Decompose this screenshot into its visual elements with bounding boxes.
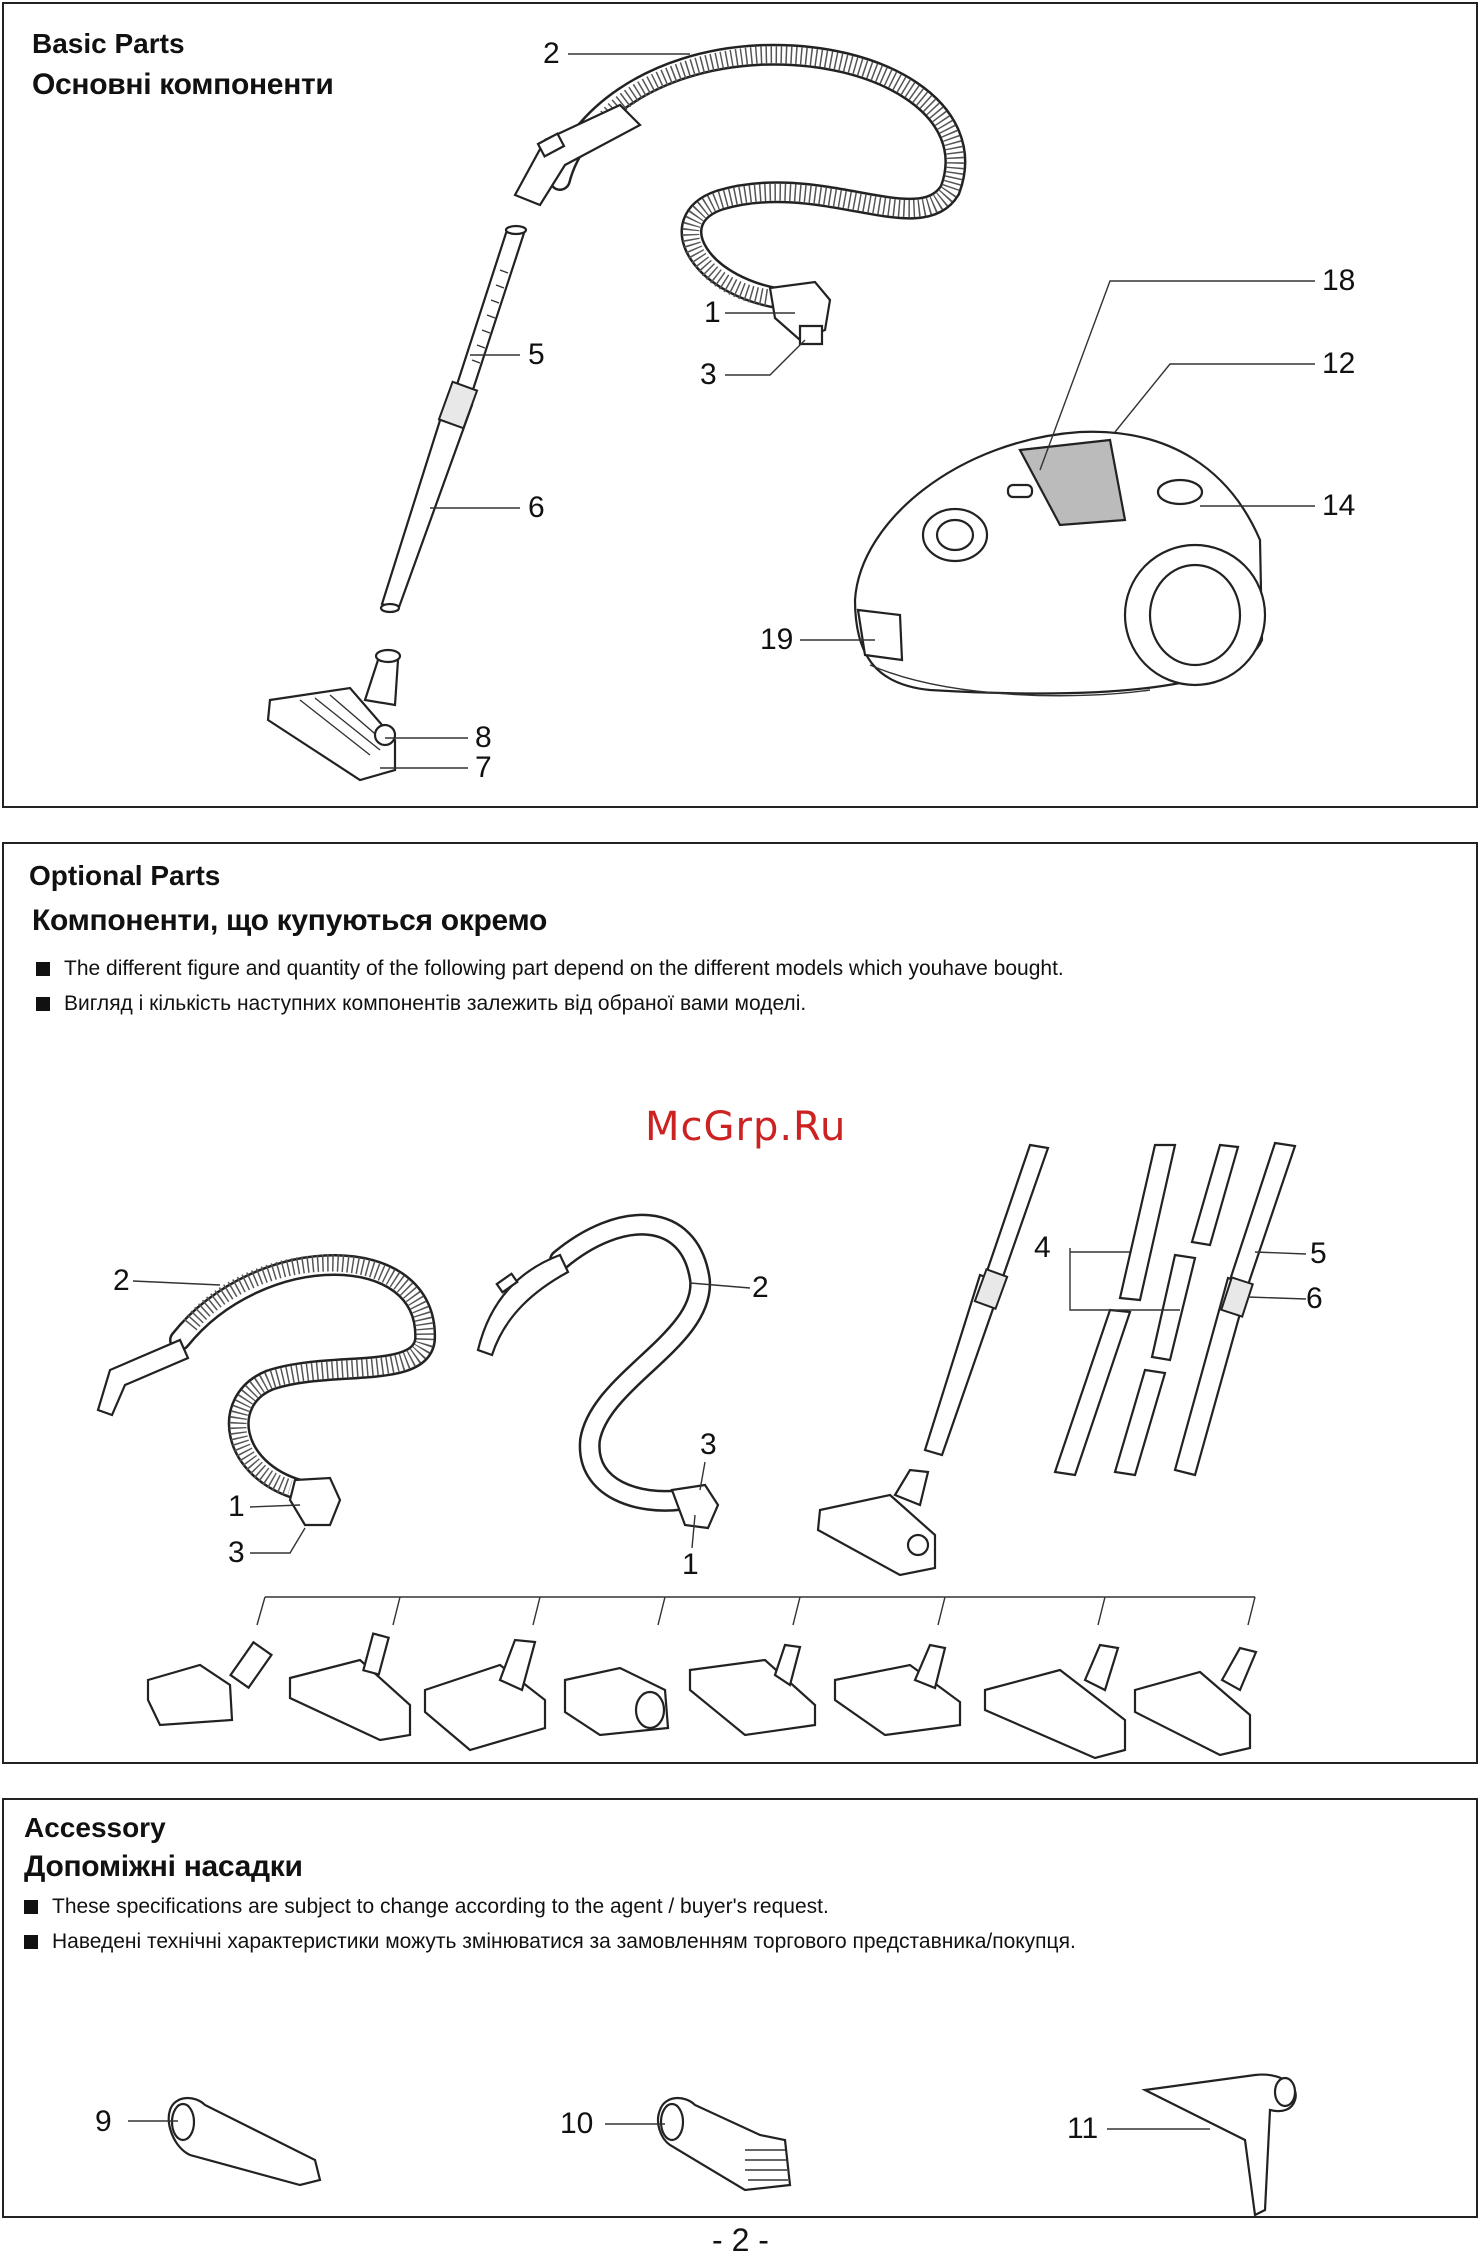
callout-11: 11	[1067, 2112, 1099, 2145]
bullet-square-icon	[36, 997, 50, 1011]
callout-7: 7	[475, 751, 492, 784]
callout-2: 2	[543, 37, 560, 70]
hose-a-drawing	[98, 1263, 425, 1525]
floor-brush-drawing	[268, 650, 400, 780]
watermark: McGrp.Ru	[645, 1104, 847, 1150]
optional-pipe-brush-drawing	[818, 1145, 1048, 1575]
page-number: - 2 -	[712, 2222, 769, 2258]
optional-parts-title-uk: Компоненти, що купуються окремо	[32, 904, 547, 937]
callout-12: 12	[1322, 347, 1356, 380]
callout-6: 6	[1306, 1282, 1323, 1315]
crevice-tool-drawing	[169, 2098, 320, 2185]
callout-19: 19	[760, 623, 794, 656]
vacuum-body-drawing	[855, 432, 1265, 696]
bullet-square-icon	[36, 962, 50, 976]
callout-8: 8	[475, 721, 492, 754]
callout-6: 6	[528, 491, 545, 524]
callout-1: 1	[228, 1490, 245, 1523]
basic-parts-title: Basic Parts	[32, 28, 185, 59]
basic-parts-title-uk: Основні компоненти	[32, 68, 334, 101]
hose-drawing	[515, 55, 955, 344]
optional-note-uk: Вигляд і кількість наступних компонентів…	[36, 992, 806, 1016]
callout-14: 14	[1322, 489, 1356, 522]
callout-4: 4	[1034, 1231, 1051, 1264]
accessory-note-uk: Наведені технічні характеристики можуть …	[24, 1930, 1076, 1954]
extension-pipes-drawing	[1055, 1143, 1295, 1475]
callout-5: 5	[1310, 1237, 1327, 1270]
callout-5: 5	[528, 338, 545, 371]
callout-1: 1	[682, 1548, 699, 1581]
callout-2: 2	[752, 1271, 769, 1304]
upholstery-tool-drawing	[1145, 2075, 1296, 2215]
callout-3: 3	[700, 1428, 717, 1461]
callout-9: 9	[95, 2105, 112, 2138]
callout-18: 18	[1322, 264, 1356, 297]
nozzle-row-drawing	[148, 1634, 1256, 1758]
callout-3: 3	[700, 358, 717, 391]
accessory-title-uk: Допоміжні насадки	[24, 1850, 303, 1883]
optional-note-en: The different figure and quantity of the…	[36, 957, 1064, 981]
accessory-leader-lines	[128, 2121, 1210, 2129]
callout-1: 1	[704, 296, 721, 329]
hose-b-drawing	[478, 1225, 718, 1528]
callout-10: 10	[560, 2107, 594, 2140]
telescopic-pipe-drawing	[381, 226, 526, 612]
nozzle-bracket	[257, 1597, 1255, 1625]
accessory-note-en: These specifications are subject to chan…	[24, 1895, 829, 1919]
basic-parts-leader-lines	[380, 54, 1315, 768]
optional-parts-leader-lines	[133, 1248, 1306, 1553]
bullet-square-icon	[24, 1900, 38, 1914]
accessory-title: Accessory	[24, 1812, 166, 1843]
bullet-square-icon	[24, 1935, 38, 1949]
dusting-brush-drawing	[658, 2098, 790, 2190]
callout-3: 3	[228, 1536, 245, 1569]
optional-parts-title: Optional Parts	[29, 860, 221, 891]
callout-2: 2	[113, 1264, 130, 1297]
